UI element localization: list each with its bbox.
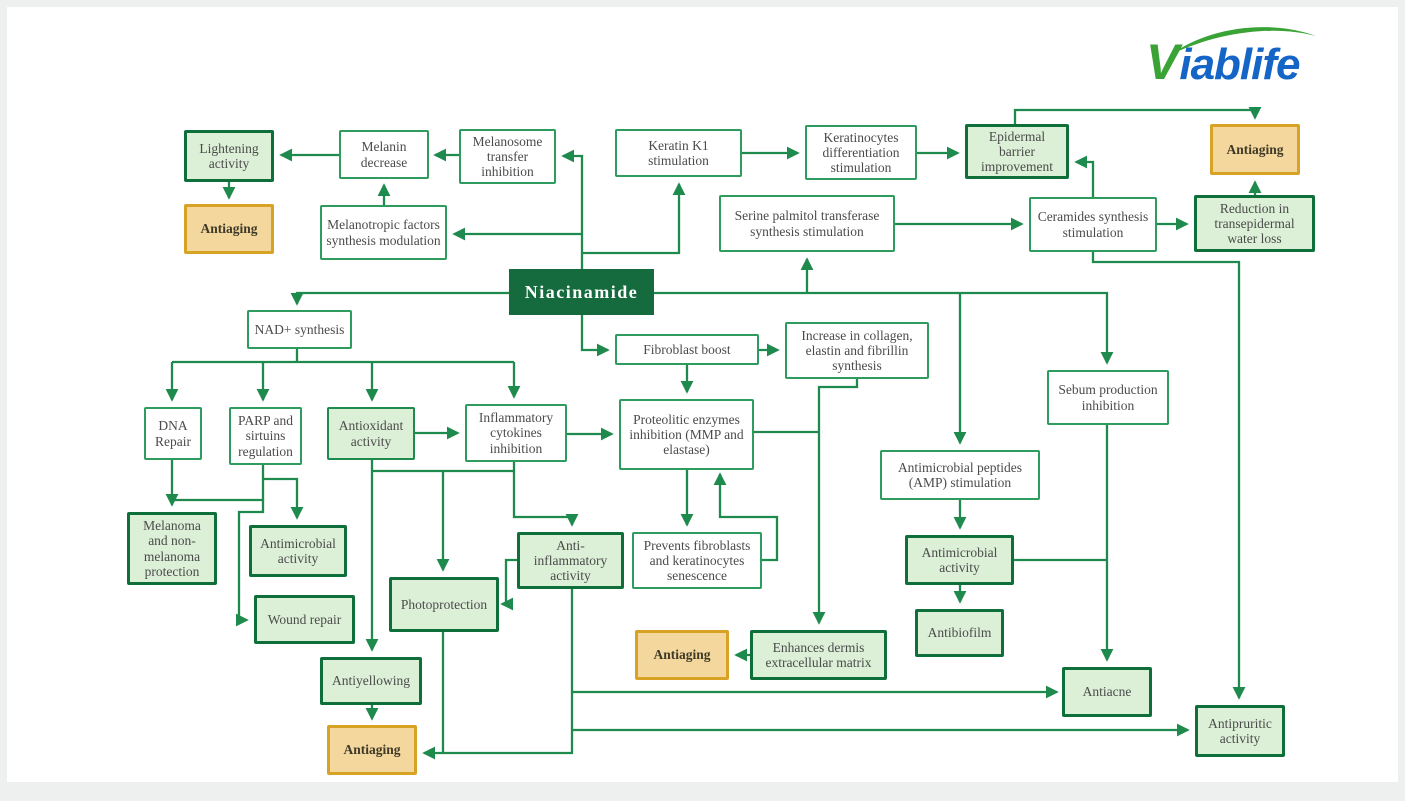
viablife-logo: Viablife <box>1146 23 1346 89</box>
niacinamide-pathway-diagram: Lightening activity Antiaging Melanin de… <box>7 7 1398 782</box>
node-prevents-senescence: Prevents fibroblasts and keratinocytes s… <box>632 532 762 589</box>
logo-wordmark: Viablife <box>1146 33 1300 91</box>
node-epidermal-barrier-improvement: Epidermal barrier improvement <box>965 124 1069 179</box>
node-lightening-activity: Lightening activity <box>184 130 274 182</box>
node-sebum-production-inhibition: Sebum production inhibition <box>1047 370 1169 425</box>
node-antioxidant-activity: Antioxidant activity <box>327 407 415 460</box>
node-antipruritic-activity: Antipruritic activity <box>1195 705 1285 757</box>
slide-background: Lightening activity Antiaging Melanin de… <box>7 7 1398 782</box>
node-nad-synthesis: NAD+ synthesis <box>247 310 352 349</box>
node-antimicrobial-activity-left: Antimicrobial activity <box>249 525 347 577</box>
node-enhances-dermis-matrix: Enhances dermis extracellular matrix <box>750 630 887 680</box>
node-antiaging-bottom-left: Antiaging <box>327 725 417 775</box>
node-serine-palmitol-transferase: Serine palmitol transferase synthesis st… <box>719 195 895 252</box>
node-inflammatory-cytokines-inhibition: Inflammatory cytokines inhibition <box>465 404 567 462</box>
node-wound-repair: Wound repair <box>254 595 355 644</box>
node-anti-inflammatory-activity: Anti-inflammatory activity <box>517 532 624 589</box>
node-antiaging-top-right: Antiaging <box>1210 124 1300 175</box>
node-reduction-transepidermal-water-loss: Reduction in transepidermal water loss <box>1194 195 1315 252</box>
logo-letter-v: V <box>1146 34 1179 90</box>
node-proteolitic-enzymes-inhibition: Proteolitic enzymes inhibition (MMP and … <box>619 399 754 470</box>
node-parp-sirtuins-regulation: PARP and sirtuins regulation <box>229 407 302 465</box>
node-antimicrobial-activity-right: Antimicrobial activity <box>905 535 1014 585</box>
node-fibroblast-boost: Fibroblast boost <box>615 334 759 365</box>
logo-letters-rest: iablife <box>1179 40 1299 89</box>
node-antibiofilm: Antibiofilm <box>915 609 1004 657</box>
node-melanoma-protection: Melanoma and non-melanoma protection <box>127 512 217 585</box>
node-photoprotection: Photoprotection <box>389 577 499 632</box>
node-dna-repair: DNA Repair <box>144 407 202 460</box>
node-antiaging-middle: Antiaging <box>635 630 729 680</box>
node-melanin-decrease: Melanin decrease <box>339 130 429 179</box>
node-antimicrobial-peptides-amp: Antimicrobial peptides (AMP) stimulation <box>880 450 1040 500</box>
node-increase-collagen-elastin-fibrillin: Increase in collagen, elastin and fibril… <box>785 322 929 379</box>
node-keratin-k1-stimulation: Keratin K1 stimulation <box>615 129 742 177</box>
node-melanotropic-factors: Melanotropic factors synthesis modulatio… <box>320 205 447 260</box>
node-keratinocytes-differentiation: Keratinocytes differentiation stimulatio… <box>805 125 917 180</box>
node-ceramides-synthesis: Ceramides synthesis stimulation <box>1029 197 1157 252</box>
node-antiaging-top-left: Antiaging <box>184 204 274 254</box>
node-melanosome-transfer-inhibition: Melanosome transfer inhibition <box>459 129 556 184</box>
node-antiacne: Antiacne <box>1062 667 1152 717</box>
node-antiyellowing: Antiyellowing <box>320 657 422 705</box>
node-niacinamide: Niacinamide <box>509 269 654 315</box>
